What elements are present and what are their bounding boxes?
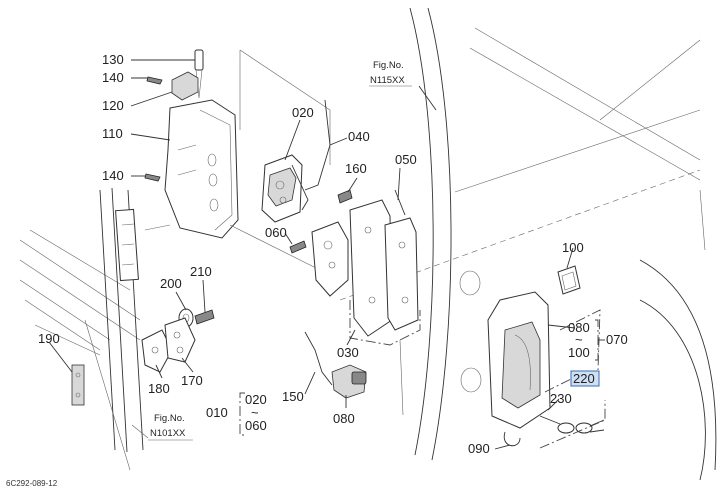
label-140: 140 — [102, 168, 124, 183]
screw-060 — [289, 240, 307, 254]
label-030: 030 — [337, 345, 359, 360]
plate-050 — [384, 189, 419, 331]
block-120 — [171, 71, 199, 101]
label-140: 140 — [102, 70, 124, 85]
label-190: 190 — [38, 331, 60, 346]
diagram-code: 6C292-089-12 — [6, 479, 58, 488]
rod-040 — [304, 99, 331, 191]
bracket-030 — [311, 199, 421, 346]
fig-ref-title: Fig.No. — [154, 413, 185, 424]
handle-070 — [487, 291, 551, 429]
label-060: 060 — [265, 225, 287, 240]
screw-160 — [337, 189, 353, 204]
label-150: 150 — [282, 389, 304, 404]
latch-020 — [261, 154, 309, 223]
label-220: 220 — [573, 371, 595, 386]
label-010-from: 020 — [245, 392, 267, 407]
label-130: 130 — [102, 52, 124, 67]
label-220-highlight — [570, 370, 600, 387]
label-050: 050 — [395, 152, 417, 167]
label-110: 110 — [102, 126, 123, 141]
label-100: 100 — [568, 345, 590, 360]
label-020: 020 — [292, 105, 314, 120]
label-010-to: 060 — [245, 418, 267, 433]
label-100: 100 — [562, 240, 584, 255]
screw-140 — [144, 76, 163, 182]
label-200: 200 — [160, 276, 182, 291]
spring-150 — [304, 331, 333, 386]
door-frame — [19, 187, 171, 471]
label-120: 120 — [102, 98, 124, 113]
label-230: 230 — [550, 391, 572, 406]
label-160: 160 — [345, 161, 367, 176]
label-040: 040 — [348, 129, 370, 144]
fig-ref-title: Fig.No. — [373, 60, 404, 71]
label-070: 070 — [606, 332, 628, 347]
clip-090 — [503, 431, 521, 447]
latch-cover-110 — [164, 99, 239, 239]
figure-reference-top: Fig.No. N115XX — [369, 60, 412, 87]
label-010: 010 — [206, 405, 228, 420]
screw-210 — [194, 309, 215, 325]
leader-lines — [48, 59, 576, 450]
label-010-tilde: ~ — [251, 405, 259, 420]
fig-ref-number: N115XX — [370, 75, 405, 86]
fig-ref-number: N101XX — [150, 428, 186, 439]
label-080: 080 — [333, 411, 355, 426]
label-080: 080 — [568, 320, 590, 335]
plate-180 — [141, 329, 173, 373]
plate-170 — [164, 317, 196, 363]
lock-cylinder-080 — [331, 364, 367, 399]
cap-100 — [557, 265, 581, 295]
label-090: 090 — [468, 441, 490, 456]
figure-reference-bottom: Fig.No. N101XX — [131, 413, 193, 441]
label-180: 180 — [148, 381, 170, 396]
bolt-130 — [194, 49, 204, 99]
label-070-tilde: ~ — [575, 332, 583, 347]
label-210: 210 — [190, 264, 212, 279]
label-170: 170 — [181, 373, 203, 388]
part-labels: 130 140 120 110 140 020 040 160 050 060 … — [38, 52, 628, 456]
